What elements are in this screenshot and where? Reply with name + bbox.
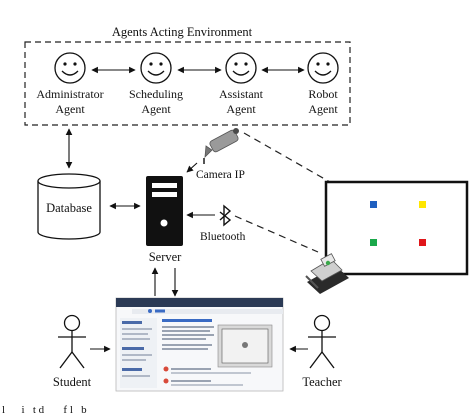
database-cylinder: Database [37, 173, 101, 240]
field-marker-yellow [419, 201, 426, 208]
web-app-screenshot [115, 297, 284, 392]
bluetooth-label: Bluetooth [200, 231, 246, 243]
database-label: Database [46, 201, 92, 215]
robot-field [324, 180, 469, 276]
agent-scheduling: Scheduling Agent [129, 52, 183, 116]
agent-label-line1: Robot [308, 87, 338, 101]
field-marker-blue [370, 201, 377, 208]
bluetooth-icon [219, 204, 232, 227]
environment-title: Agents Acting Environment [112, 25, 253, 39]
caption-fragment: l i t d f l b [2, 404, 87, 415]
agent-label-line2: Agent [226, 102, 256, 116]
field-marker-green [370, 239, 377, 246]
agent-robot: Robot Agent [307, 52, 339, 116]
teacher-label: Teacher [302, 375, 342, 389]
smiley-face-icon [140, 52, 172, 84]
camera-icon [203, 128, 239, 164]
connector-camera-server [186, 162, 198, 173]
teacher-figure-icon [308, 314, 336, 369]
agent-administrator: Administrator Agent [36, 52, 104, 116]
agent-label-line1: Assistant [219, 87, 264, 101]
field-marker-red [419, 239, 426, 246]
server-icon [146, 176, 183, 246]
agent-label-line1: Administrator [36, 87, 103, 101]
smiley-face-icon [54, 52, 86, 84]
student-label: Student [53, 375, 92, 389]
dashed-link-camera-field [243, 132, 331, 183]
dashed-link-bluetooth-robot [234, 215, 319, 253]
agent-label-line2: Agent [141, 102, 171, 116]
robot-icon [305, 253, 349, 294]
smiley-face-icon [307, 52, 339, 84]
agent-label-line1: Scheduling [129, 87, 183, 101]
agent-label-line2: Agent [55, 102, 85, 116]
student-figure-icon [58, 314, 86, 369]
camera-label: Camera IP [196, 169, 245, 181]
agents-environment: Agents Acting Environment [24, 25, 351, 126]
agent-assistant: Assistant Agent [219, 52, 264, 116]
smiley-face-icon [225, 52, 257, 84]
agent-label-line2: Agent [308, 102, 338, 116]
server-label: Server [149, 250, 182, 264]
